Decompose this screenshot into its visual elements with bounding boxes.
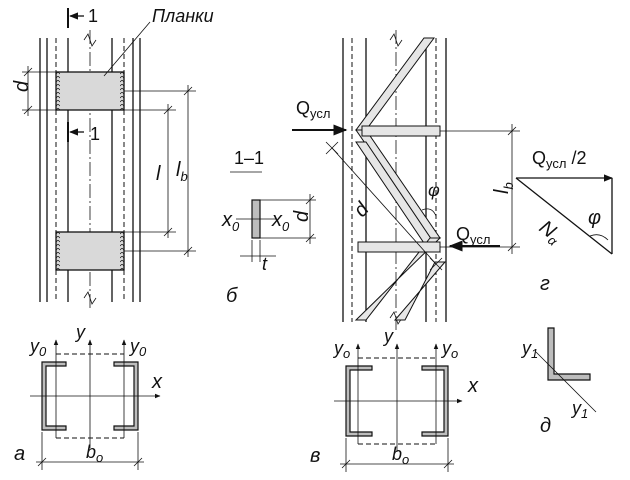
- lb-dimension-label-a: lb: [176, 159, 188, 184]
- lacing-bar-1: [355, 37, 435, 131]
- Q-half-label: Qусл /2: [532, 148, 586, 171]
- x0-right-label: x0: [271, 209, 290, 234]
- y1-upper-label: y1: [520, 338, 538, 361]
- force-triangle: Qусл /2 Nα φ г: [515, 148, 613, 295]
- d-dimension-label: d: [11, 80, 33, 92]
- d-label-b: d: [291, 210, 313, 222]
- Q-label-left: Qусл: [296, 98, 330, 121]
- channel-right-v: [421, 365, 449, 437]
- y0-right-label-v: yo: [440, 338, 458, 361]
- channel-left: [41, 361, 67, 431]
- l-dimension-label: l: [156, 163, 161, 185]
- caption-g: г: [540, 273, 550, 295]
- batten-column-section: y0 y y0 x bo а: [14, 322, 163, 470]
- d-label-v: d: [350, 198, 374, 222]
- t-label: t: [262, 254, 268, 274]
- strut-top: [361, 125, 441, 137]
- y0-left-label-v: yo: [332, 338, 350, 361]
- caption-a: а: [14, 443, 25, 465]
- section-mark-top: 1: [88, 6, 98, 26]
- x-label-a: x: [151, 371, 163, 393]
- section-mark-bottom: 1: [90, 124, 100, 144]
- x0-left-label: x0: [221, 209, 240, 234]
- lb-dimension-label-v: lb: [491, 182, 516, 194]
- laced-column-elevation: Qусл Qусл d φ lb: [292, 30, 520, 330]
- y-label-v: y: [382, 326, 394, 346]
- lacing-bar-4: [393, 261, 447, 321]
- channel-left-v: [345, 365, 373, 437]
- angle-profile: [547, 327, 591, 381]
- channel-right: [113, 361, 139, 431]
- Q-label-right: Qусл: [456, 224, 490, 247]
- b0-label-a: bo: [86, 442, 103, 465]
- N-alpha-label: Nα: [534, 216, 566, 249]
- strut-bottom: [357, 241, 441, 253]
- lacing-bar-3: [354, 237, 442, 321]
- caption-b: б: [226, 285, 238, 307]
- phi-label-g: φ: [588, 207, 601, 229]
- y0-left-label-a: y0: [28, 336, 47, 359]
- plates-label: Планки: [152, 6, 214, 26]
- angle-section: y1 y1 д: [520, 327, 597, 437]
- batten-column-elevation: Планки 1 1 d l lb: [11, 6, 214, 310]
- x-label-v: x: [467, 375, 479, 397]
- y0-right-label-a: y0: [128, 336, 147, 359]
- y-label-a: y: [74, 322, 86, 342]
- caption-v: в: [310, 445, 320, 467]
- batten-plate-top: [55, 71, 125, 111]
- section-title: 1–1: [234, 148, 264, 168]
- phi-label-v: φ: [428, 180, 440, 200]
- b0-label-v: bo: [392, 444, 409, 467]
- laced-column-section: yo y yo x bo в: [310, 326, 479, 472]
- caption-d: д: [540, 415, 551, 437]
- plate-section: 1–1 d x0 x0 t б: [221, 148, 316, 307]
- batten-plate-bottom: [55, 231, 125, 271]
